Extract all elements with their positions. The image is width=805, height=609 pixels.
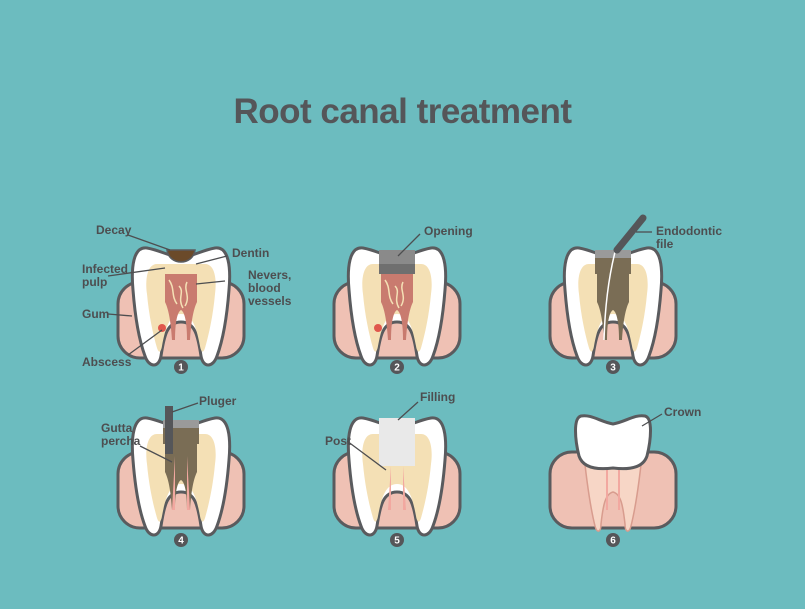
step-number-5: 5: [390, 533, 404, 547]
label-pluger: Pluger: [199, 394, 237, 408]
label-endo-2: file: [656, 237, 674, 251]
step-number-1: 1: [174, 360, 188, 374]
label-infected-1: Infected: [82, 262, 128, 276]
step-6-tooth: [548, 414, 678, 532]
step-3-tooth: [548, 214, 678, 367]
label-nerves-2: blood: [248, 281, 281, 295]
step-number-3: 3: [606, 360, 620, 374]
step-number-4: 4: [174, 533, 188, 547]
leader-crown: [641, 413, 663, 427]
label-abscess: Abscess: [82, 355, 132, 369]
step-1-tooth: [116, 246, 246, 367]
step-number-2: 2: [390, 360, 404, 374]
svg-text:5: 5: [394, 536, 400, 547]
leader-gutta: [139, 445, 173, 463]
page-title: Root canal treatment: [233, 92, 572, 131]
svg-text:4: 4: [178, 536, 184, 547]
step-4-tooth: [116, 406, 246, 537]
svg-text:3: 3: [610, 363, 616, 374]
leader-opening: [397, 233, 421, 257]
svg-text:6: 6: [610, 536, 616, 547]
label-nerves-3: vessels: [248, 294, 292, 308]
label-filling: Filling: [420, 390, 455, 404]
label-endo-1: Endodontic: [656, 224, 722, 238]
label-decay: Decay: [96, 223, 132, 237]
label-post: Post: [325, 434, 351, 448]
label-opening: Opening: [424, 224, 473, 238]
label-gutta-1: Gutta: [101, 421, 133, 435]
svg-text:1: 1: [178, 363, 184, 374]
leader-pluger: [171, 402, 199, 413]
step-1-leaders: [107, 234, 228, 356]
leader-post: [346, 440, 387, 471]
label-crown: Crown: [664, 405, 701, 419]
label-infected-2: pulp: [82, 275, 107, 289]
step-2-tooth: [332, 246, 462, 367]
label-nerves-1: Nevers,: [248, 268, 291, 282]
step-5-tooth: [332, 416, 462, 537]
label-gutta-2: percha: [101, 434, 141, 448]
step-number-6: 6: [606, 533, 620, 547]
leader-filling: [397, 401, 419, 421]
label-dentin: Dentin: [232, 246, 269, 260]
svg-text:2: 2: [394, 363, 400, 374]
label-gum: Gum: [82, 307, 109, 321]
